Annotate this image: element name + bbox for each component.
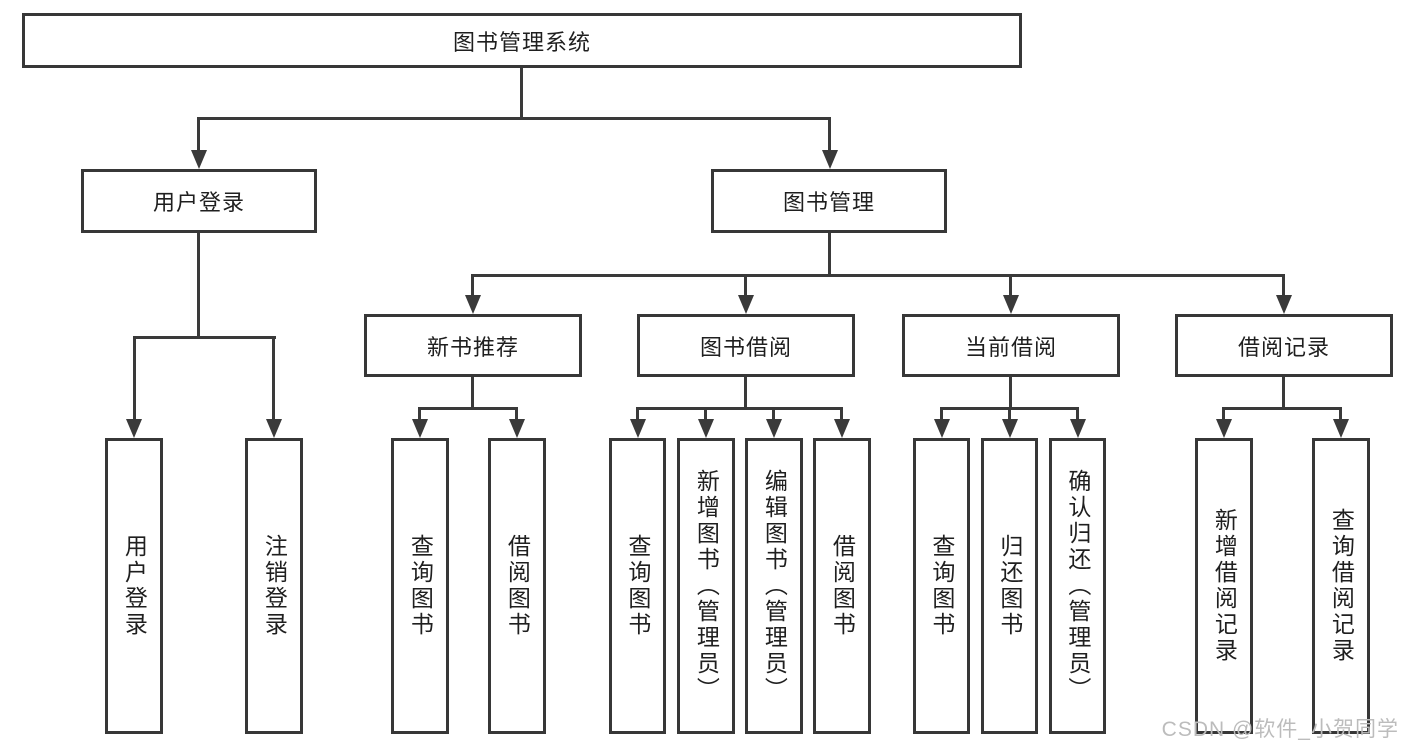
leaf-edit-book-admin-label: 编辑图书（管理员） <box>761 469 788 703</box>
leaf-add-book-admin: 新增图书（管理员） <box>677 438 735 734</box>
connector-vline <box>1282 377 1285 408</box>
arrow-down-icon <box>1216 419 1232 438</box>
arrow-down-icon <box>766 419 782 438</box>
node-book-borrow-label: 图书借阅 <box>699 334 792 360</box>
arrow-down-icon <box>191 150 207 169</box>
arrow-down-icon <box>822 150 838 169</box>
node-root-label: 图书管理系统 <box>452 29 591 55</box>
node-current-borrow: 当前借阅 <box>902 314 1120 377</box>
node-new-book-recommend-label: 新书推荐 <box>426 334 519 360</box>
node-current-borrow-label: 当前借阅 <box>964 334 1057 360</box>
leaf-confirm-return-admin: 确认归还（管理员） <box>1049 438 1106 734</box>
connector-vline <box>1076 407 1079 421</box>
node-borrow-record: 借阅记录 <box>1175 314 1393 377</box>
connector-vline <box>1222 407 1225 421</box>
arrow-down-icon <box>465 295 481 314</box>
connector-hline <box>133 336 276 339</box>
connector-vline <box>133 336 136 421</box>
node-borrow-record-label: 借阅记录 <box>1237 334 1330 360</box>
connector-vline <box>636 407 639 421</box>
node-user-login: 用户登录 <box>81 169 317 233</box>
leaf-add-book-admin-label: 新增图书（管理员） <box>693 469 720 703</box>
connector-vline <box>828 233 831 276</box>
csdn-watermark: CSDN @软件_小贺同学 <box>1161 718 1399 741</box>
node-root: 图书管理系统 <box>22 13 1022 68</box>
arrow-down-icon <box>1333 419 1349 438</box>
arrow-down-icon <box>412 419 428 438</box>
leaf-query-borrow-record-label: 查询借阅记录 <box>1328 508 1355 664</box>
connector-vline <box>1009 377 1012 408</box>
leaf-confirm-return-admin-label: 确认归还（管理员） <box>1064 469 1091 703</box>
leaf-add-borrow-record-label: 新增借阅记录 <box>1211 508 1238 664</box>
leaf-add-borrow-record: 新增借阅记录 <box>1195 438 1253 734</box>
connector-vline <box>471 274 474 297</box>
arrow-down-icon <box>630 419 646 438</box>
node-book-borrow: 图书借阅 <box>637 314 855 377</box>
connector-vline <box>940 407 943 421</box>
connector-hline <box>471 274 1285 277</box>
connector-vline <box>1282 274 1285 297</box>
connector-hline <box>1222 407 1342 410</box>
connector-hline <box>636 407 843 410</box>
connector-vline <box>515 407 518 421</box>
node-new-book-recommend: 新书推荐 <box>364 314 582 377</box>
connector-vline <box>744 274 747 297</box>
connector-vline <box>197 117 200 152</box>
leaf-query-books-recommend: 查询图书 <box>391 438 449 734</box>
connector-vline <box>704 407 707 421</box>
leaf-borrow-books-recommend: 借阅图书 <box>488 438 546 734</box>
connector-vline <box>1008 407 1011 421</box>
arrow-down-icon <box>834 419 850 438</box>
arrow-down-icon <box>126 419 142 438</box>
connector-hline <box>418 407 518 410</box>
leaf-query-books-borrow-label: 查询图书 <box>624 534 651 638</box>
leaf-user-login: 用户登录 <box>105 438 163 734</box>
leaf-borrow-books-recommend-label: 借阅图书 <box>504 534 531 638</box>
connector-vline <box>520 68 523 119</box>
node-book-management-label: 图书管理 <box>782 190 875 215</box>
leaf-logout: 注销登录 <box>245 438 303 734</box>
leaf-return-books: 归还图书 <box>981 438 1038 734</box>
leaf-edit-book-admin: 编辑图书（管理员） <box>745 438 803 734</box>
leaf-query-books-recommend-label: 查询图书 <box>407 534 434 638</box>
leaf-logout-label: 注销登录 <box>261 534 288 638</box>
connector-vline <box>744 377 747 408</box>
leaf-user-login-label: 用户登录 <box>121 534 148 638</box>
leaf-query-borrow-record: 查询借阅记录 <box>1312 438 1370 734</box>
leaf-borrow-books: 借阅图书 <box>813 438 871 734</box>
arrow-down-icon <box>1002 419 1018 438</box>
leaf-query-books-current-label: 查询图书 <box>928 534 955 638</box>
connector-vline <box>840 407 843 421</box>
connector-vline <box>471 377 474 408</box>
connector-hline <box>197 117 831 120</box>
connector-vline <box>272 336 275 421</box>
arrow-down-icon <box>266 419 282 438</box>
arrow-down-icon <box>934 419 950 438</box>
connector-vline <box>1009 274 1012 297</box>
leaf-query-books-current: 查询图书 <box>913 438 970 734</box>
arrow-down-icon <box>698 419 714 438</box>
arrow-down-icon <box>509 419 525 438</box>
leaf-borrow-books-label: 借阅图书 <box>829 534 856 638</box>
leaf-return-books-label: 归还图书 <box>996 534 1023 638</box>
connector-vline <box>418 407 421 421</box>
arrow-down-icon <box>1070 419 1086 438</box>
connector-vline <box>828 117 831 152</box>
leaf-query-books-borrow: 查询图书 <box>609 438 666 734</box>
node-book-management: 图书管理 <box>711 169 947 233</box>
arrow-down-icon <box>1276 295 1292 314</box>
connector-vline <box>772 407 775 421</box>
connector-vline <box>1339 407 1342 421</box>
arrow-down-icon <box>738 295 754 314</box>
arrow-down-icon <box>1003 295 1019 314</box>
node-user-login-label: 用户登录 <box>152 190 245 215</box>
connector-vline <box>197 233 200 337</box>
